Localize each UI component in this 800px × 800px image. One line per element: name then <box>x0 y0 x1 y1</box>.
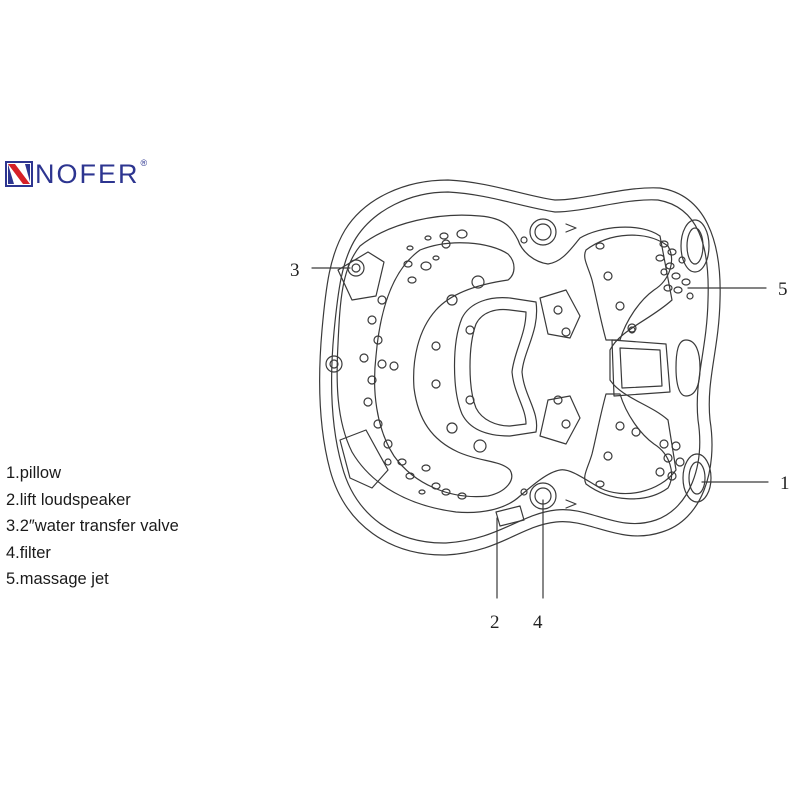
outer-shell-outline <box>319 179 721 556</box>
side-valve <box>325 355 343 373</box>
callout-number-4: 4 <box>533 612 543 633</box>
left-step-upper <box>337 251 385 301</box>
callout-number-5: 5 <box>778 279 788 300</box>
right-lower-jets <box>553 395 685 488</box>
callout-number-3: 3 <box>290 260 300 281</box>
registered-mark: ® <box>140 158 148 168</box>
legend-item-water-transfer-valve: 3.2″water transfer valve <box>6 517 179 535</box>
legend-item-lift-loudspeaker: 2.lift loudspeaker <box>6 490 131 509</box>
center-console-inner <box>619 347 663 389</box>
pillow-bottom <box>682 453 712 503</box>
brand-name: NOFER <box>35 158 140 189</box>
right-rim-pad <box>675 339 701 397</box>
left-lounge-basin <box>336 214 677 514</box>
left-step-lower <box>339 429 389 489</box>
inner-shell-rim <box>331 191 709 544</box>
footwell-inner <box>469 308 527 427</box>
callout-number-1: 1 <box>780 473 790 494</box>
lower-divider-arm <box>539 395 581 445</box>
legend-item-massage-jet: 5.massage jet <box>6 570 109 588</box>
right-seat-lower <box>584 393 673 500</box>
lift-loudspeaker <box>495 505 525 527</box>
central-footwell <box>453 297 538 437</box>
brand-logo: NOFER ® <box>5 156 147 192</box>
right-seat-upper <box>584 234 673 341</box>
upper-divider-arm <box>539 289 581 339</box>
center-console <box>611 339 671 397</box>
legend-item-pillow: 1.pillow <box>6 464 62 482</box>
left-curved-bench <box>374 242 515 498</box>
pillow-top <box>680 219 710 273</box>
bottom-fittings <box>520 488 577 509</box>
legend-item-filter: 4.filter <box>6 543 51 562</box>
callout-number-2: 2 <box>490 612 500 633</box>
inner-bench-jets <box>431 275 487 453</box>
filter-top <box>529 218 557 246</box>
top-fittings <box>520 223 577 244</box>
massage-jet-cluster <box>627 240 694 333</box>
left-bench-jets <box>359 229 468 500</box>
nofer-logo-icon <box>5 161 33 187</box>
parts-legend: 1.pillow 2.lift loudspeaker 3.2″water tr… <box>6 460 179 593</box>
